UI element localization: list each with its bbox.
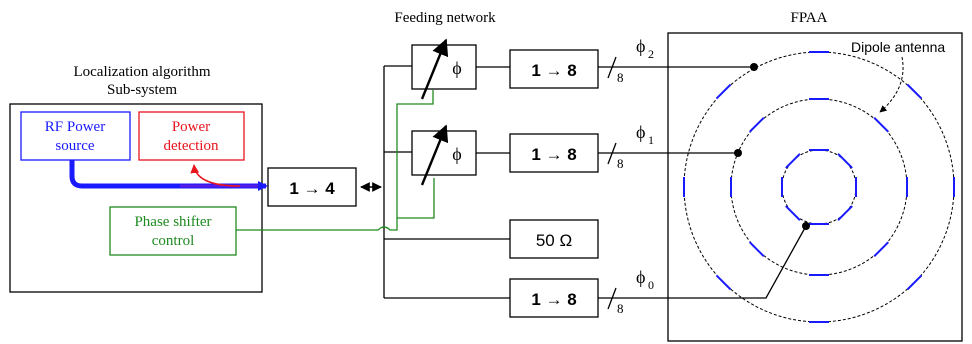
rf-power-source-box (20, 111, 131, 161)
feed-point-phi1 (734, 149, 742, 157)
localization-subsystem-box (9, 103, 263, 293)
splitter-1to8-bottom-label: 1 → 8 (531, 290, 576, 309)
splitter-1to8-mid-label: 1 → 8 (531, 145, 576, 164)
splitter-1to8-bottom-box (509, 278, 599, 318)
dipole-element-ring2-8 (873, 116, 890, 133)
localization-title-line2: Sub-system (107, 82, 177, 98)
phase-shifter-mid-arrow (420, 124, 449, 186)
splitter-1to4-label: 1 → 4 (289, 179, 335, 198)
bus-count-top: 8 (617, 70, 624, 85)
dipole-element-ring3-6 (715, 83, 732, 100)
phi0-subscript: 0 (648, 278, 654, 292)
fpaa-box (667, 32, 963, 342)
rf-signal-path (69, 160, 266, 189)
bus-slash-top (607, 56, 617, 79)
fpaa-title: FPAA (791, 10, 828, 26)
phi0-label: ϕ (636, 267, 645, 287)
dipole-element-ring1-4 (785, 205, 801, 221)
splitter-1to4-box (267, 167, 357, 207)
phase-shifter-control-label-2: control (152, 233, 195, 249)
load-50ohm-box (509, 219, 599, 259)
splitter-1to8-mid-box (509, 133, 599, 173)
dipole-element-ring2-4 (748, 241, 765, 258)
localization-title-line1: Localization algorithm (73, 64, 210, 80)
fpaa-ring-outer (683, 51, 955, 323)
dipole-antenna-pointer (879, 56, 904, 113)
phase-shifter-control-label-1: Phase shifter (134, 214, 211, 230)
rf-power-source-label-1: RF Power (45, 119, 105, 135)
dipole-elements (683, 51, 955, 323)
bus-slash-bottom (607, 287, 617, 310)
bus-slash-mid (607, 142, 617, 165)
dipole-element-ring1-2 (837, 205, 853, 221)
phase-shifter-mid (411, 130, 477, 176)
dipole-antenna-label: Dipole antenna (851, 39, 945, 55)
power-detection-box (138, 111, 245, 161)
power-detection-label-1: Power (172, 119, 210, 135)
dipole-element-ring1-6 (785, 153, 801, 169)
phase-shifter-control-box (109, 206, 237, 256)
feeding-network-title: Feeding network (394, 10, 496, 26)
dipole-element-ring3-4 (715, 274, 732, 291)
control-line-mid-shifter (397, 178, 435, 219)
bus-count-mid: 8 (617, 156, 624, 171)
splitter-1to8-top-box (509, 49, 599, 89)
phi2-subscript: 2 (648, 47, 654, 61)
phase-shifter-top (411, 44, 477, 90)
phi2-label: ϕ (636, 36, 645, 56)
phi1-subscript: 1 (648, 133, 654, 147)
rf-power-source-label-2: source (55, 138, 94, 154)
power-detection-label-2: detection (164, 138, 219, 154)
control-line-top-shifter (236, 90, 434, 231)
dipole-element-ring3-2 (906, 274, 923, 291)
phase-shifter-mid-symbol: ϕ (452, 144, 461, 164)
load-50ohm-label: 50 Ω (536, 231, 572, 250)
phase-shifter-top-symbol: ϕ (452, 58, 461, 78)
splitter-1to8-top-label: 1 → 8 (531, 61, 576, 80)
dipole-element-ring2-2 (873, 241, 890, 258)
dipole-element-ring3-8 (906, 83, 923, 100)
dipole-element-ring2-6 (748, 116, 765, 133)
power-detection-feedback (190, 164, 241, 187)
output-line-phi0 (598, 225, 807, 299)
phi1-label: ϕ (636, 122, 645, 142)
dipole-element-ring1-8 (837, 153, 853, 169)
phase-shifter-top-arrow (420, 38, 449, 100)
feed-point-phi2 (750, 63, 758, 71)
bus-count-bottom: 8 (617, 301, 624, 316)
feed-point-phi0 (802, 222, 810, 230)
rf-arrowhead (258, 181, 268, 191)
